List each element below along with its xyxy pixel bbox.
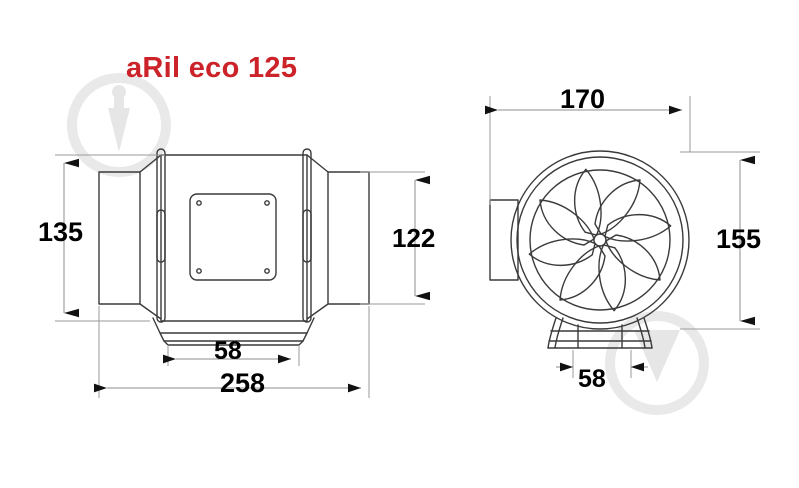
right-duct-spigot bbox=[327, 171, 370, 305]
side-elevation-view bbox=[98, 148, 370, 346]
left-flange-post bbox=[156, 148, 166, 323]
panel-screw bbox=[264, 268, 270, 274]
panel-screw bbox=[264, 200, 270, 206]
terminal-box bbox=[489, 199, 519, 281]
right-cone-bottom bbox=[306, 303, 329, 320]
dimension-label-122: 122 bbox=[392, 223, 436, 253]
dimension-label-258: 258 bbox=[220, 368, 266, 398]
left-flange-clamp bbox=[156, 209, 166, 263]
mounting-bracket bbox=[547, 317, 653, 349]
left-cone-bottom bbox=[139, 303, 162, 320]
main-body bbox=[160, 154, 308, 322]
housing-mid-ring bbox=[516, 156, 684, 324]
dimension-label-58-side: 58 bbox=[214, 337, 242, 365]
dimension-label-58-front: 58 bbox=[578, 365, 606, 393]
housing-inner-ring bbox=[529, 169, 671, 311]
bracket-inner bbox=[159, 332, 308, 342]
product-title: aRil eco 125 bbox=[126, 52, 298, 84]
right-flange-post bbox=[302, 148, 312, 323]
panel-screw bbox=[196, 268, 202, 274]
bracket-lip bbox=[163, 340, 304, 346]
dimension-lines bbox=[63, 105, 755, 393]
dimension-label-155: 155 bbox=[716, 224, 762, 254]
watermark-top-left bbox=[66, 73, 171, 177]
left-duct-spigot bbox=[98, 171, 141, 305]
panel-screw bbox=[196, 200, 202, 206]
dimension-label-170: 170 bbox=[560, 84, 606, 114]
bracket-outer bbox=[152, 317, 315, 334]
front-elevation-view bbox=[489, 150, 690, 349]
dimension-label-135: 135 bbox=[38, 217, 84, 247]
access-panel bbox=[189, 193, 277, 281]
watermark-bottom-right bbox=[604, 311, 709, 415]
impeller-blades bbox=[528, 168, 672, 312]
right-cone-top bbox=[306, 154, 329, 173]
housing-outer-ring bbox=[510, 150, 690, 330]
right-flange-clamp bbox=[302, 209, 312, 263]
impeller-hub bbox=[593, 233, 607, 247]
